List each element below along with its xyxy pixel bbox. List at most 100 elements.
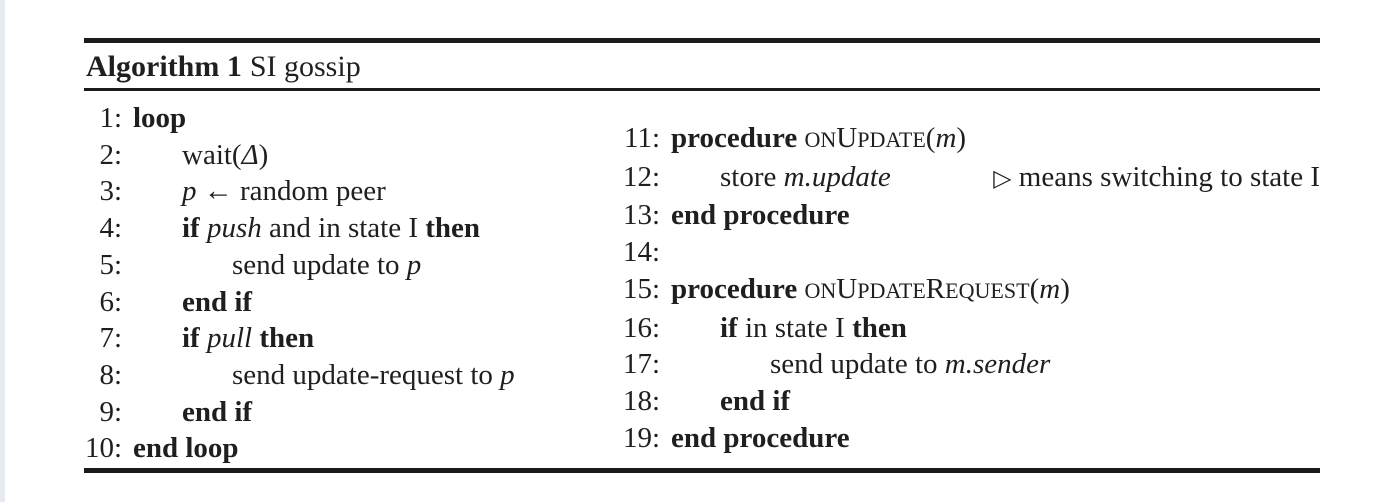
comment-text: means switching to state I (1011, 160, 1320, 193)
code-line-13: 13: end procedure (600, 197, 1320, 234)
line-number: 8: (99, 358, 122, 391)
line-number: 14: (622, 236, 660, 269)
procedure-name-smallcaps: pdate (857, 277, 926, 303)
statement-segment: if (720, 311, 738, 344)
line-number: 4: (99, 212, 122, 245)
statement: wait(Δ) (133, 137, 268, 174)
statement-segment: then (852, 311, 907, 344)
statement: end loop (133, 430, 239, 467)
code-line-19: 19: end procedure (600, 420, 1320, 457)
statement: send update-request to p (133, 357, 515, 394)
statement-segment: then (425, 212, 481, 245)
statement: send update to m.sender (671, 346, 1050, 383)
line-number: 5: (99, 248, 122, 281)
code-line-6: 6: end if (84, 284, 600, 321)
code-line-18: 18: end if (600, 383, 1320, 420)
code-line-7: 7:if pull then (84, 320, 600, 357)
statement: end if (133, 284, 252, 321)
statement: procedure onUpdateRequest(m) (671, 271, 1070, 310)
statement-segment: U (836, 122, 858, 154)
statement-segment: wait( (182, 138, 242, 171)
code-line-15: 15:procedure onUpdateRequest(m) (600, 271, 1320, 310)
code-line-1: 1: loop (84, 100, 600, 137)
line-number: 1: (99, 102, 122, 134)
statement: end procedure (671, 197, 850, 234)
procedure-name-smallcaps: on (804, 127, 837, 152)
pseudocode-body: 1: loop 2: wait(Δ) 3: p ← random peer 4: if pus… (84, 91, 1320, 468)
pseudocode-column-left: 1: loop 2: wait(Δ) 3: p ← random peer 4: if pus… (84, 100, 600, 467)
code-line-12: 12: store m.update ▷ means switching to st… (600, 159, 1320, 198)
statement-segment: send update to (770, 348, 945, 381)
statement-segment: end procedure (671, 421, 850, 454)
statement: send update to p (133, 247, 421, 284)
statement-segment: m (935, 122, 957, 154)
statement-segment: push (206, 212, 262, 245)
statement-segment: send update-request to (232, 358, 501, 391)
statement: if push and in state I then (133, 210, 480, 247)
algorithm-label: Algorithm 1 (86, 50, 242, 83)
statement-segment: end procedure (671, 199, 850, 232)
statement-segment: end if (182, 285, 253, 318)
statement-segment: U (836, 272, 858, 305)
statement: loop (133, 100, 186, 137)
line-number: 13: (622, 199, 660, 232)
statement-segment: and in state I (261, 212, 426, 245)
line-number: 11: (624, 122, 660, 154)
code-line-8: 8: send update-request to p (84, 357, 600, 394)
line-number: 18: (622, 384, 660, 417)
header-rule (84, 88, 1320, 91)
bottom-rule (84, 468, 1320, 473)
line-number: 19: (622, 421, 660, 454)
code-line-4: 4: if push and in state I then (84, 210, 600, 247)
statement-segment: if (182, 212, 207, 245)
statement-segment: ) (956, 122, 967, 154)
line-number: 6: (99, 285, 122, 318)
code-line-2: 2: wait(Δ) (84, 137, 600, 174)
statement-segment: p (500, 358, 515, 391)
procedure-name-smallcaps: on (804, 277, 837, 303)
top-rule (84, 38, 1320, 43)
statement-segment: if (182, 322, 207, 355)
statement: end procedure (671, 420, 850, 457)
statement-segment: Δ (241, 138, 259, 171)
statement-segment: then (259, 322, 315, 355)
statement-segment: end loop (133, 432, 239, 465)
statement: store m.update (671, 159, 891, 196)
statement-segment: ( (925, 122, 936, 154)
statement-segment: R (925, 272, 946, 305)
code-line-16: 16: if in state I then (600, 310, 1320, 347)
line-number: 16: (622, 311, 660, 344)
inline-comment: ▷ means switching to state I (993, 159, 1320, 198)
statement-segment: end if (182, 395, 253, 428)
line-number: 2: (99, 138, 122, 171)
statement: end if (671, 383, 790, 420)
code-line-11: 11:procedure onUpdate(m) (600, 120, 1320, 159)
statement-segment: ) (1060, 272, 1070, 305)
statement-segment: in state I (737, 311, 853, 344)
statement: p ← random peer (133, 173, 386, 210)
statement: if in state I then (671, 310, 907, 347)
code-line-10: 10: end loop (84, 430, 600, 467)
statement-segment: p (182, 175, 197, 208)
statement-segment: send update to (232, 248, 407, 281)
statement-segment: pull (206, 322, 253, 355)
line-number: 10: (84, 432, 122, 465)
statement-segment: m.update (783, 160, 891, 193)
statement: if pull then (133, 320, 314, 357)
code-line-5: 5: send update to p (84, 247, 600, 284)
line-number: 9: (99, 395, 122, 428)
code-line-17: 17:send update to m.sender (600, 346, 1320, 383)
line-number: 12: (622, 160, 660, 193)
statement-segment: ← random peer (196, 175, 386, 208)
pseudocode-column-right: 11:procedure onUpdate(m)12: store m.updat… (600, 120, 1320, 456)
statement-segment: m.sender (944, 348, 1051, 381)
procedure-name-smallcaps: pdate (857, 127, 926, 152)
algorithm-title: SI gossip (249, 50, 361, 83)
statement-segment: ) (258, 138, 269, 171)
statement-segment: p (406, 248, 422, 281)
line-number: 3: (99, 175, 122, 208)
statement-segment: m (1039, 272, 1061, 305)
